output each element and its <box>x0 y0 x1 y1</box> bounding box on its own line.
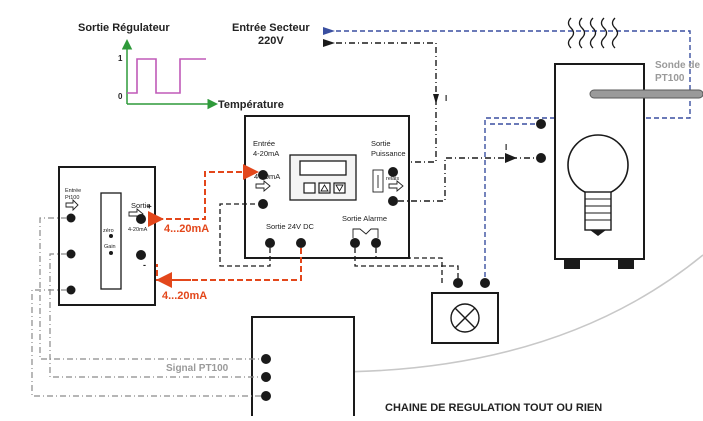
tx-terminal-3 <box>66 285 76 295</box>
mains-input: Entrée Secteur 220V <box>232 22 335 47</box>
transmitter-box: Entrée Pt100 zéro Gain Sortie 4-20mA + - <box>58 166 156 306</box>
heat-wave-5 <box>611 17 619 49</box>
reg-terminal-power-top <box>388 167 398 177</box>
tx-terminal-1 <box>66 213 76 223</box>
diagram-title: CHAINE DE REGULATION TOUT OU RIEN <box>385 402 602 414</box>
mains-label-2: 220V <box>258 35 284 47</box>
alarm-terminal-right <box>480 278 490 288</box>
regulator-box: Entrée 4-20mA 4-20mA Sortie Puissance re… <box>244 115 410 259</box>
mains-phase-arrow <box>323 27 335 35</box>
signal-wire-upper <box>148 164 259 220</box>
tx-terminal-output-minus <box>136 250 146 260</box>
tx-plus-label: + <box>147 202 152 211</box>
alarm-terminal-left <box>453 278 463 288</box>
tx-terminal-2 <box>66 249 76 259</box>
current-arrow-power <box>505 153 517 163</box>
alarm-lamp <box>431 278 499 344</box>
graph-square-wave <box>127 58 206 94</box>
heater-terminal-top <box>536 119 546 129</box>
heat-wave-3 <box>589 17 597 49</box>
pt100-terminal-3 <box>261 391 271 401</box>
reg-input-label-1: Entrée <box>253 139 275 148</box>
probe-label-1: Sonde de <box>655 60 700 71</box>
reg-key-up <box>318 182 331 194</box>
tx-input-label-2: Pt100 <box>65 195 79 201</box>
wire-alarm-right <box>375 248 443 283</box>
heater-box <box>490 17 645 269</box>
pt100-wire-1 <box>39 217 261 360</box>
reg-terminal-alarm-left <box>350 238 360 248</box>
reg-terminal-dc-right <box>296 238 306 248</box>
tx-input-arrow-icon <box>65 198 79 212</box>
reg-input-arrow-icon <box>255 180 271 192</box>
current-label-neutral: I <box>445 94 447 103</box>
tx-center-panel <box>100 192 122 290</box>
reg-power-label-2: Puissance <box>371 149 406 158</box>
reg-key-down <box>333 182 346 194</box>
pt100-terminal-2 <box>261 372 271 382</box>
heat-wave-4 <box>600 17 608 49</box>
tx-terminal-output-plus <box>136 214 146 224</box>
reg-terminal-alarm-right <box>371 238 381 248</box>
signal-label-upper: 4...20mA <box>164 223 209 235</box>
tx-zero-pot <box>109 234 113 238</box>
reg-input-label-2: 4-20mA <box>253 149 279 158</box>
reg-display-screen <box>299 160 347 176</box>
pt100-terminal-1 <box>261 354 271 364</box>
tx-input-label-1: Entrée <box>65 188 81 194</box>
heat-wave-2 <box>578 17 586 49</box>
pt100-probe <box>589 89 703 99</box>
graph-level-low: 0 <box>118 92 123 101</box>
phase-wire <box>336 30 691 283</box>
pt100-box <box>251 316 355 421</box>
signal-label-lower: 4...20mA <box>162 290 207 302</box>
graph-level-high: 1 <box>118 54 123 63</box>
graph-x-label: Température <box>218 99 284 111</box>
heat-wave-1 <box>567 17 575 49</box>
bulb-glass <box>567 134 629 196</box>
reg-key-1 <box>303 182 316 194</box>
tx-output-label-2: 4-20mA <box>128 227 148 233</box>
reg-terminal-input-top <box>258 170 268 180</box>
probe-label-2: PT100 <box>655 73 685 84</box>
tx-minus-label: - <box>143 260 146 270</box>
heater-foot-left <box>564 259 580 269</box>
graph-title: Sortie Régulateur <box>78 22 170 34</box>
reg-terminal-input-bottom <box>258 199 268 209</box>
reg-power-label-1: Sortie <box>371 139 391 148</box>
reg-relay-tiny: relais <box>386 176 399 182</box>
tx-output-label-1: Sortie <box>131 201 151 210</box>
reg-alarm-label: Sortie Alarme <box>342 214 387 223</box>
reg-power-arrow-icon <box>388 180 404 192</box>
tx-gain-label: Gain <box>104 244 116 250</box>
reg-terminal-power-bottom <box>388 196 398 206</box>
heater-foot-right <box>618 259 634 269</box>
heater-terminal-bottom <box>536 153 546 163</box>
background-arc <box>329 254 703 373</box>
mains-neutral-arrow <box>323 39 335 47</box>
regulator-output-graph: Sortie Régulateur 1 0 Température <box>78 22 284 111</box>
pt100-wire-3 <box>31 289 261 397</box>
mains-label-1: Entrée Secteur <box>232 22 310 34</box>
tx-zero-label: zéro <box>103 228 114 234</box>
reg-alarm-contact <box>352 228 379 238</box>
wire-alarm-to-lamp <box>354 248 459 283</box>
reg-dc-label: Sortie 24V DC <box>266 222 315 231</box>
reg-terminal-dc-left <box>265 238 275 248</box>
signal-pt100-label: Signal PT100 <box>166 363 229 374</box>
bulb-base <box>584 191 612 231</box>
wire-dc-to-input <box>219 203 271 267</box>
tx-gain-pot <box>109 251 113 255</box>
current-label-power: I <box>505 143 507 152</box>
power-wire <box>398 157 541 202</box>
pt100-wire-2 <box>49 253 261 378</box>
current-arrow-neutral <box>433 94 439 104</box>
